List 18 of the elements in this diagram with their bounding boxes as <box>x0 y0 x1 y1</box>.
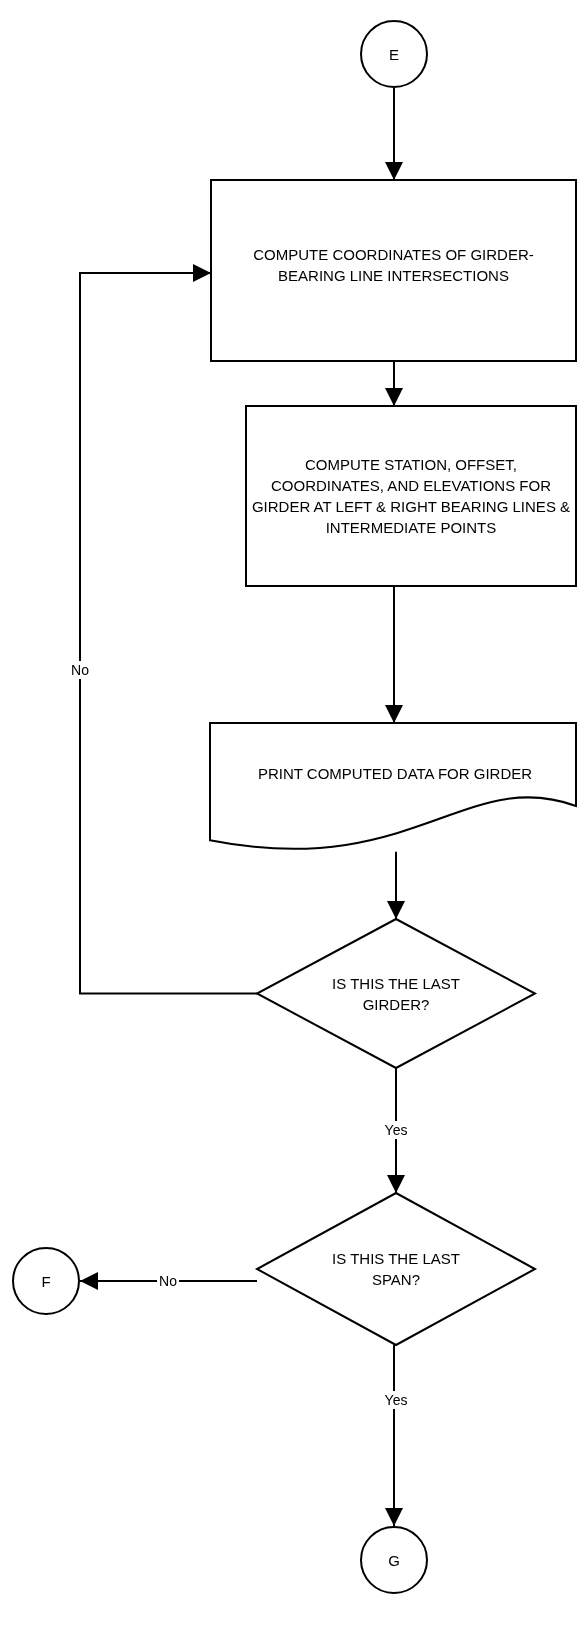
arrow <box>387 850 405 920</box>
edge-label: Yes <box>382 1121 410 1139</box>
arrow <box>385 1344 403 1527</box>
node-label: IS THIS THE LAST GIRDER? <box>331 973 461 1015</box>
node-label: PRINT COMPUTED DATA FOR GIRDER <box>257 764 533 784</box>
node-label: F <box>41 1271 51 1292</box>
arrow <box>387 1067 405 1194</box>
edge-label: No <box>69 661 91 679</box>
node-label: COMPUTE STATION, OFFSET, COORDINATES, AND ELEVATIONS FOR GIRDER AT LEFT & RIGHT BEARING LINES & INTERMEDIATE POINTS <box>251 455 571 538</box>
arrow <box>79 1272 258 1290</box>
node-label: G <box>388 1550 400 1571</box>
arrow <box>385 360 403 407</box>
edge-label: Yes <box>382 1391 410 1409</box>
node-label: COMPUTE COORDINATES OF GIRDER-BEARING LINE INTERSECTIONS <box>252 245 535 286</box>
node-label: E <box>389 44 399 65</box>
node-label: IS THIS THE LAST SPAN? <box>331 1249 461 1290</box>
arrow <box>385 585 403 724</box>
arrow <box>385 87 403 181</box>
